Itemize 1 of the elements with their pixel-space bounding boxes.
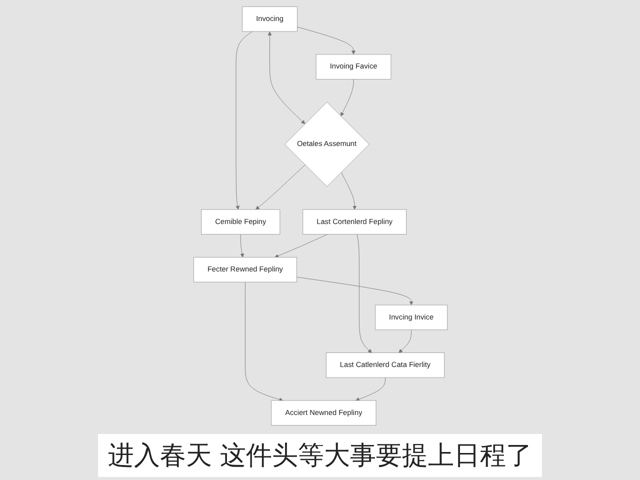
banner-text: 进入春天 这件头等大事要提上日程了 <box>98 434 542 477</box>
